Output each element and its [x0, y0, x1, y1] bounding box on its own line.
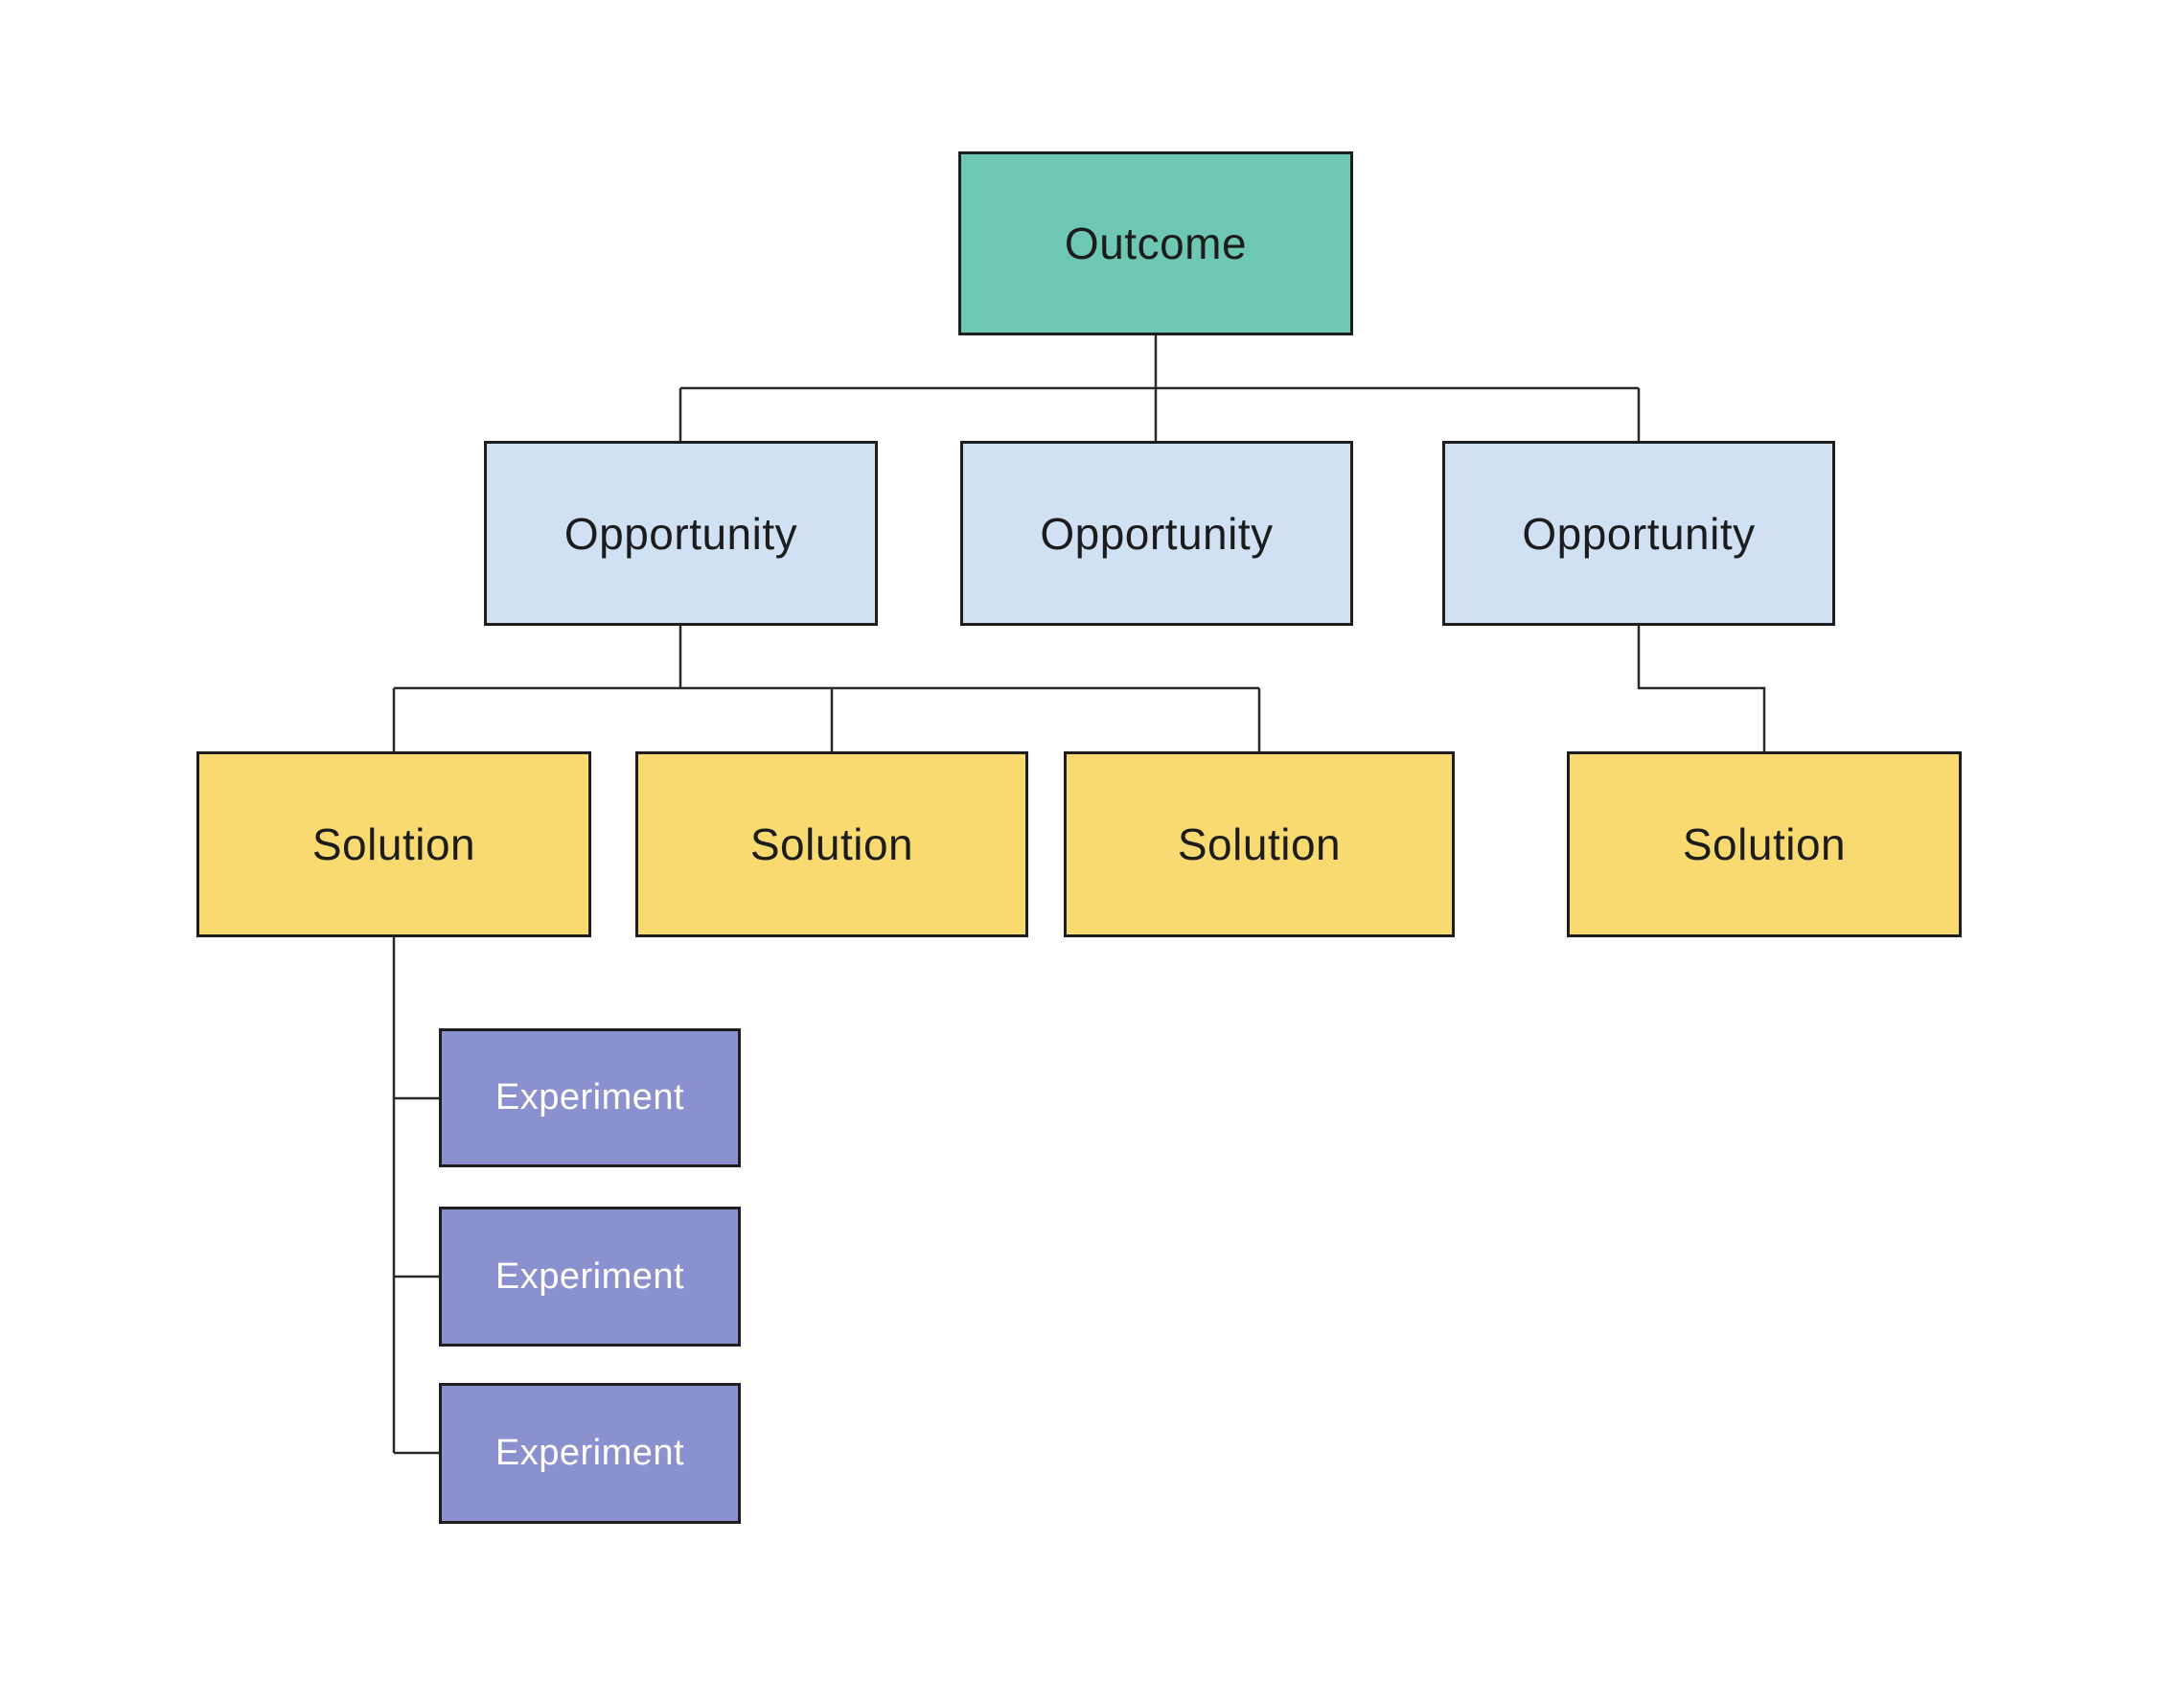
- solution-node-1: Solution: [196, 751, 591, 937]
- experiment-node-1: Experiment: [439, 1028, 741, 1167]
- solution-node-4: Solution: [1567, 751, 1962, 937]
- experiment-node-2: Experiment: [439, 1207, 741, 1347]
- outcome-node: Outcome: [958, 151, 1353, 335]
- connector-opportunity1-to-solutions: [392, 626, 1261, 751]
- connector-solution1-to-experiments: [392, 937, 439, 1455]
- opportunity-node-3: Opportunity: [1442, 441, 1835, 626]
- solution-node-3: Solution: [1064, 751, 1455, 937]
- connector-opportunity3-to-solution4: [1637, 626, 1766, 751]
- opportunity-node-1: Opportunity: [484, 441, 878, 626]
- opportunity-node-2: Opportunity: [960, 441, 1353, 626]
- experiment-node-3: Experiment: [439, 1383, 741, 1524]
- connector-outcome-to-opportunities: [678, 335, 1641, 441]
- solution-node-2: Solution: [635, 751, 1028, 937]
